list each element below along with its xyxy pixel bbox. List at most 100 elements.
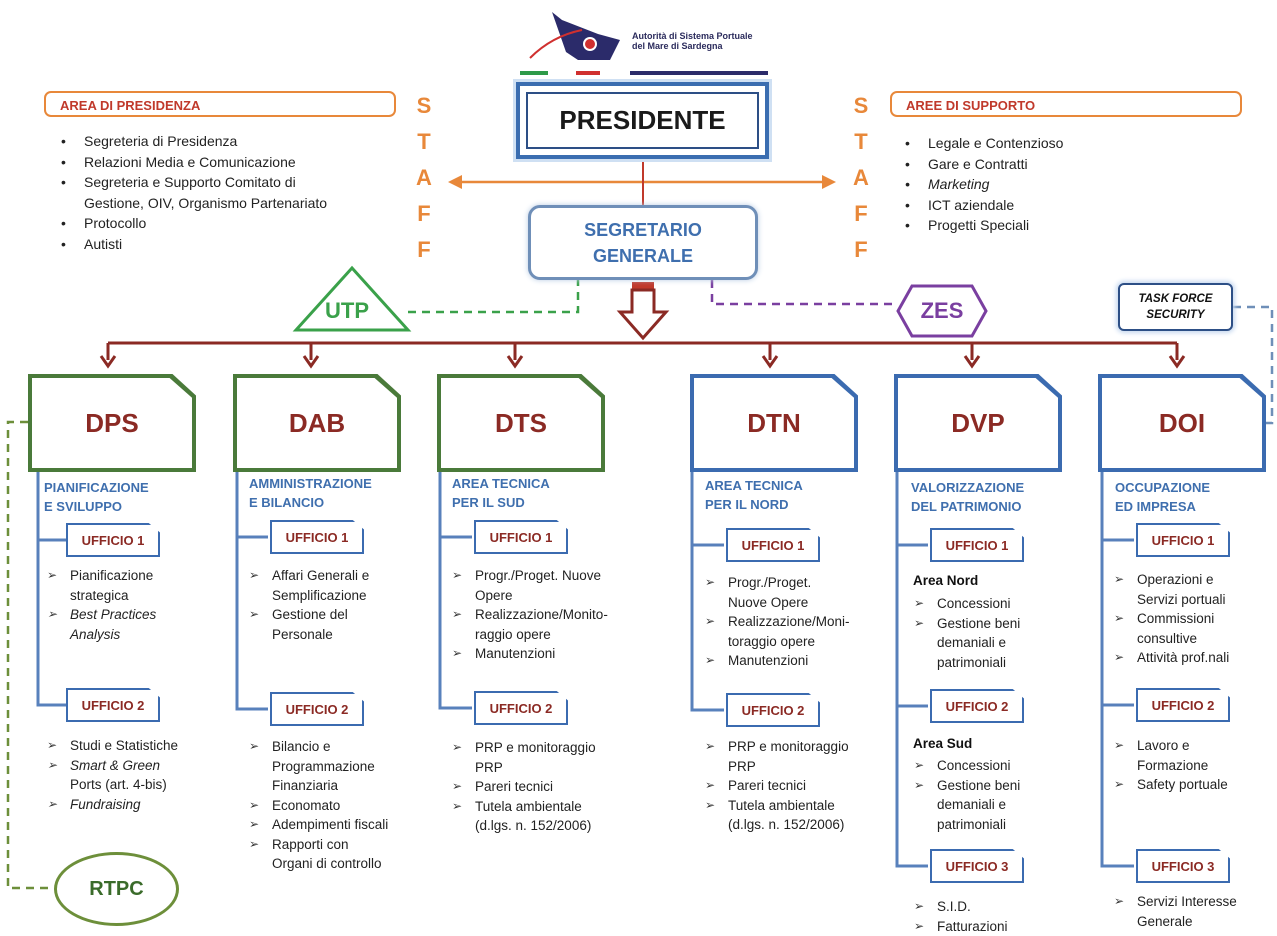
list-item: Progr./Proget. bbox=[705, 573, 850, 593]
list-item: ICT aziendale bbox=[902, 195, 1063, 216]
dab-u2-list: Bilancio e Programmazione Finanziaria Ec… bbox=[249, 737, 388, 874]
logo-text: Autorità di Sistema Portuale del Mare di… bbox=[632, 31, 753, 51]
doi-ufficio-2: UFFICIO 2 bbox=[1136, 688, 1230, 722]
dab-ufficio-1: UFFICIO 1 bbox=[270, 520, 364, 554]
list-item: Gestione beni bbox=[914, 776, 1020, 796]
list-item: Fatturazioni bbox=[914, 917, 1008, 936]
list-item: Pareri tecnici bbox=[452, 777, 596, 797]
list-item: Segreteria di Presidenza bbox=[58, 131, 327, 152]
dts-ufficio-2: UFFICIO 2 bbox=[474, 691, 568, 725]
list-item: (d.lgs. n. 152/2006) bbox=[705, 815, 849, 835]
dps-u1-list: Pianificazione strategica Best Practices… bbox=[47, 566, 156, 644]
doi-ufficio-3: UFFICIO 3 bbox=[1136, 849, 1230, 883]
aree-supporto-title: AREE DI SUPPORTO bbox=[890, 91, 1242, 117]
segretario-line1: SEGRETARIO bbox=[584, 217, 702, 243]
list-item: Manutenzioni bbox=[705, 651, 850, 671]
dps-u2-list: Studi e Statistiche Smart & Green Ports … bbox=[47, 736, 178, 814]
list-item: Operazioni e bbox=[1114, 570, 1229, 590]
dvp-area-nord: Area Nord bbox=[913, 573, 978, 588]
list-item: Commissioni bbox=[1114, 609, 1229, 629]
presidente-box: PRESIDENTE bbox=[516, 82, 769, 159]
doi-u1-list: Operazioni e Servizi portuali Commission… bbox=[1114, 570, 1229, 668]
dtn-u1-list: Progr./Proget. Nuove Opere Realizzazione… bbox=[705, 573, 850, 671]
list-item: Affari Generali e bbox=[249, 566, 369, 586]
list-item: Segreteria e Supporto Comitato di bbox=[58, 172, 327, 193]
doi-u3-list: Servizi Interesse Generale bbox=[1114, 892, 1237, 931]
list-item: Protocollo bbox=[58, 213, 327, 234]
list-item: Marketing bbox=[902, 174, 1063, 195]
list-item: demaniali e bbox=[914, 633, 1020, 653]
task-force-security-box: TASK FORCE SECURITY bbox=[1118, 283, 1233, 331]
list-item: raggio opere bbox=[452, 625, 608, 645]
list-item: Autisti bbox=[58, 234, 327, 255]
list-item: Gestione, OIV, Organismo Partenariato bbox=[58, 193, 327, 214]
area-presidenza-title: AREA DI PRESIDENZA bbox=[44, 91, 396, 117]
presidente-label: PRESIDENTE bbox=[559, 105, 725, 136]
list-item: consultive bbox=[1114, 629, 1229, 649]
list-item: Progetti Speciali bbox=[902, 215, 1063, 236]
dept-dvp: DVP bbox=[898, 378, 1058, 468]
dvp-u1-list: Concessioni Gestione beni demaniali e pa… bbox=[914, 594, 1020, 672]
list-item: patrimoniali bbox=[914, 815, 1020, 835]
list-item: toraggio opere bbox=[705, 632, 850, 652]
list-item: Opere bbox=[452, 586, 608, 606]
list-item: Progr./Proget. Nuove bbox=[452, 566, 608, 586]
list-item: Manutenzioni bbox=[452, 644, 608, 664]
area-presidenza-list: Segreteria di Presidenza Relazioni Media… bbox=[58, 131, 327, 254]
list-item: Legale e Contenzioso bbox=[902, 133, 1063, 154]
list-item: Formazione bbox=[1114, 756, 1228, 776]
list-item: Best Practices bbox=[47, 605, 156, 625]
dvp-ufficio-2: UFFICIO 2 bbox=[930, 689, 1024, 723]
dtn-ufficio-2: UFFICIO 2 bbox=[726, 693, 820, 727]
list-item: Gestione del bbox=[249, 605, 369, 625]
list-item: PRP bbox=[452, 758, 596, 778]
zes-label: ZES bbox=[903, 286, 981, 336]
list-item: Relazioni Media e Comunicazione bbox=[58, 152, 327, 173]
utp-label: UTP bbox=[325, 298, 369, 324]
dvp-area-sud: Area Sud bbox=[913, 736, 972, 751]
logo-line2: del Mare di Sardegna bbox=[632, 41, 753, 51]
dept-dps: DPS bbox=[32, 378, 192, 468]
list-item: Smart & Green bbox=[47, 756, 178, 776]
dtn-ufficio-1: UFFICIO 1 bbox=[726, 528, 820, 562]
list-item: Adempimenti fiscali bbox=[249, 815, 388, 835]
task-force-line1: TASK FORCE bbox=[1120, 291, 1231, 307]
dps-ufficio-2: UFFICIO 2 bbox=[66, 688, 160, 722]
dept-dtn: DTN bbox=[694, 378, 854, 468]
list-item: Pareri tecnici bbox=[705, 776, 849, 796]
dtn-u2-list: PRP e monitoraggio PRP Pareri tecnici Tu… bbox=[705, 737, 849, 835]
list-item: Organi di controllo bbox=[249, 854, 388, 874]
doi-u2-list: Lavoro e Formazione Safety portuale bbox=[1114, 736, 1228, 795]
list-item: Lavoro e bbox=[1114, 736, 1228, 756]
list-item: Concessioni bbox=[914, 756, 1020, 776]
list-item: Analysis bbox=[47, 625, 156, 645]
list-item: Gare e Contratti bbox=[902, 154, 1063, 175]
list-item: Pianificazione bbox=[47, 566, 156, 586]
dvp-u3-list: S.I.D. Fatturazioni bbox=[914, 897, 1008, 936]
logo-line1: Autorità di Sistema Portuale bbox=[632, 31, 753, 41]
segretario-line2: GENERALE bbox=[593, 243, 693, 269]
dts-u2-list: PRP e monitoraggio PRP Pareri tecnici Tu… bbox=[452, 738, 596, 836]
list-item: Semplificazione bbox=[249, 586, 369, 606]
list-item: demaniali e bbox=[914, 795, 1020, 815]
list-item: PRP bbox=[705, 757, 849, 777]
dept-doi: DOI bbox=[1102, 378, 1262, 468]
list-item: Ports (art. 4-bis) bbox=[47, 775, 178, 795]
rtpc-ellipse: RTPC bbox=[54, 852, 179, 926]
list-item: Finanziaria bbox=[249, 776, 388, 796]
dept-dts: DTS bbox=[441, 378, 601, 468]
dvp-ufficio-1: UFFICIO 1 bbox=[930, 528, 1024, 562]
dts-ufficio-1: UFFICIO 1 bbox=[474, 520, 568, 554]
list-item: patrimoniali bbox=[914, 653, 1020, 673]
segretario-box: SEGRETARIO GENERALE bbox=[528, 205, 758, 280]
list-item: PRP e monitoraggio bbox=[452, 738, 596, 758]
list-item: Safety portuale bbox=[1114, 775, 1228, 795]
list-item: Studi e Statistiche bbox=[47, 736, 178, 756]
